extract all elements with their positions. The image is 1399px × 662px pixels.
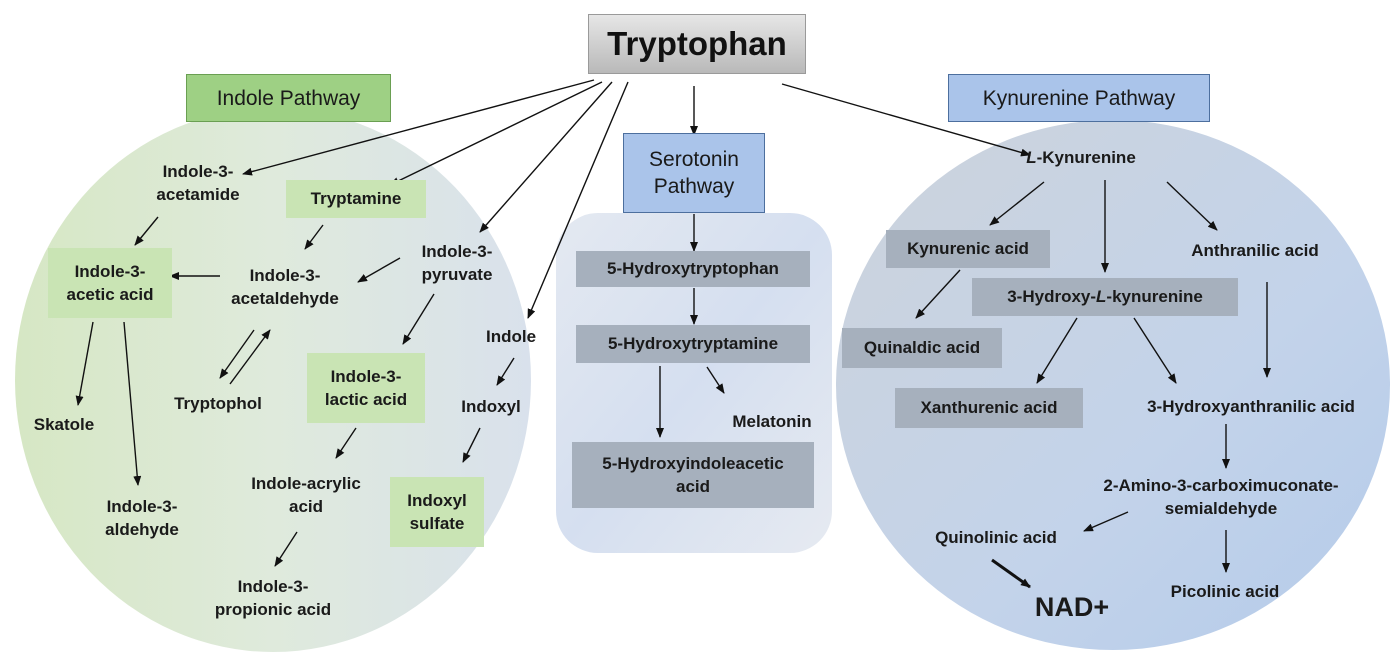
quinolinic-acid-node: Quinolinic acid <box>935 528 1057 547</box>
3-hydroxy-l-kynurenine-part-a: 3-Hydroxy- <box>1007 287 1097 306</box>
arrow-lactic-to-acrylic <box>335 427 357 459</box>
l-kynurenine-prefix: L <box>1026 148 1037 167</box>
5-hydroxytryptamine-node: 5-Hydroxytryptamine <box>576 325 810 363</box>
anthranilic-acid-node: Anthranilic acid <box>1191 241 1319 260</box>
indole-3-propionic-acid-node: Indole-3- propionic acid <box>214 577 332 619</box>
indole-3-acetic-acid-node: Indole-3- acetic acid <box>48 248 172 318</box>
indoxyl-sulfate-node: Indoxyl sulfate <box>390 477 484 547</box>
kynurenic-acid-node: Kynurenic acid <box>886 230 1050 268</box>
arrow-indoxyl-to-sulfate <box>462 427 481 463</box>
arrow-tryptamine-to-acetaldehyde <box>304 224 324 250</box>
arrow-trp-to-tryptamine <box>389 81 603 186</box>
indole-node: Indole <box>485 327 537 346</box>
xanthurenic-acid-node: Xanthurenic acid <box>895 388 1083 428</box>
picolinic-acid-node: Picolinic acid <box>1170 582 1280 601</box>
3-hydroxy-l-kynurenine-part-b: L <box>1096 287 1107 306</box>
arrow-iaa-to-aldehyde <box>123 321 142 486</box>
indole-3-lactic-acid-node: Indole-3- lactic acid <box>307 353 425 423</box>
indole-3-acetaldehyde-node: Indole-3- acetaldehyde <box>231 266 339 308</box>
arrow-trp-to-pyruvate <box>479 81 613 233</box>
arrow-tryptophol-to-acetaldehyde <box>229 329 271 385</box>
arrow-acms-to-quinolinic <box>1083 511 1129 532</box>
arrow-trp-to-kynurenine <box>781 83 1031 157</box>
nad-plus-node: NAD+ <box>1034 592 1110 622</box>
indole-3-acetamide-node: Indole-3- acetamide <box>156 162 240 204</box>
indole-pathway-header: Indole Pathway <box>186 74 391 122</box>
quinaldic-acid-node: Quinaldic acid <box>842 328 1002 368</box>
arrow-pyruvate-to-lactic <box>402 293 435 345</box>
arrow-iaa-to-skatole <box>75 321 94 406</box>
tryptamine-node: Tryptamine <box>286 180 426 218</box>
arrow-acetaldehyde-to-tryptophol <box>219 329 255 379</box>
arrow-trp-to-indole <box>527 81 629 319</box>
arrow-trp-to-acetamide <box>242 79 595 176</box>
indole-3-pyruvate-node: Indole-3- pyruvate <box>421 242 493 284</box>
3-hydroxy-l-kynurenine-node: 3-Hydroxy-L-kynurenine <box>972 278 1238 316</box>
skatole-node: Skatole <box>33 415 95 434</box>
arrow-5ht-to-melatonin <box>706 366 725 394</box>
3-hydroxyanthranilic-acid-node: 3-Hydroxyanthranilic acid <box>1147 397 1355 416</box>
arrow-kynurenic-to-quinaldic <box>915 269 961 319</box>
l-kynurenine-node: L-Kynurenine <box>1016 146 1146 169</box>
3-hydroxy-l-kynurenine-part-c: -kynurenine <box>1106 287 1203 306</box>
5-hydroxyindoleacetic-acid-node: 5-Hydroxyindoleacetic acid <box>572 442 814 508</box>
kynurenine-pathway-header: Kynurenine Pathway <box>948 74 1210 122</box>
arrow-acetamide-to-iaa <box>134 216 159 246</box>
arrow-indole-to-indoxyl <box>496 357 515 386</box>
2-amino-3-carboximuconate-semialdehyde-node: 2-Amino-3-carboximuconate- semialdehyde <box>1103 476 1339 518</box>
indole-acrylic-acid-node: Indole-acrylic acid <box>251 474 361 516</box>
l-kynurenine-suffix: -Kynurenine <box>1036 148 1136 167</box>
arrow-3hk-to-xanthurenic <box>1036 317 1078 384</box>
melatonin-node: Melatonin <box>732 412 812 431</box>
arrow-acrylic-to-propionic <box>274 531 298 567</box>
indole-3-aldehyde-node: Indole-3- aldehyde <box>105 497 179 539</box>
5-hydroxytryptophan-node: 5-Hydroxytryptophan <box>576 251 810 287</box>
arrow-kyn-to-anthranilic <box>1166 181 1218 231</box>
indoxyl-node: Indoxyl <box>461 397 521 416</box>
arrow-kyn-to-kynurenic <box>989 181 1045 226</box>
arrow-quinolinic-to-nad <box>991 558 1031 589</box>
arrow-3hk-to-3haa <box>1133 317 1177 384</box>
tryptophol-node: Tryptophol <box>174 394 262 413</box>
tryptophan-title: Tryptophan <box>588 14 806 74</box>
arrow-pyruvate-to-acetaldehyde <box>357 257 401 283</box>
serotonin-pathway-header: Serotonin Pathway <box>623 133 765 213</box>
